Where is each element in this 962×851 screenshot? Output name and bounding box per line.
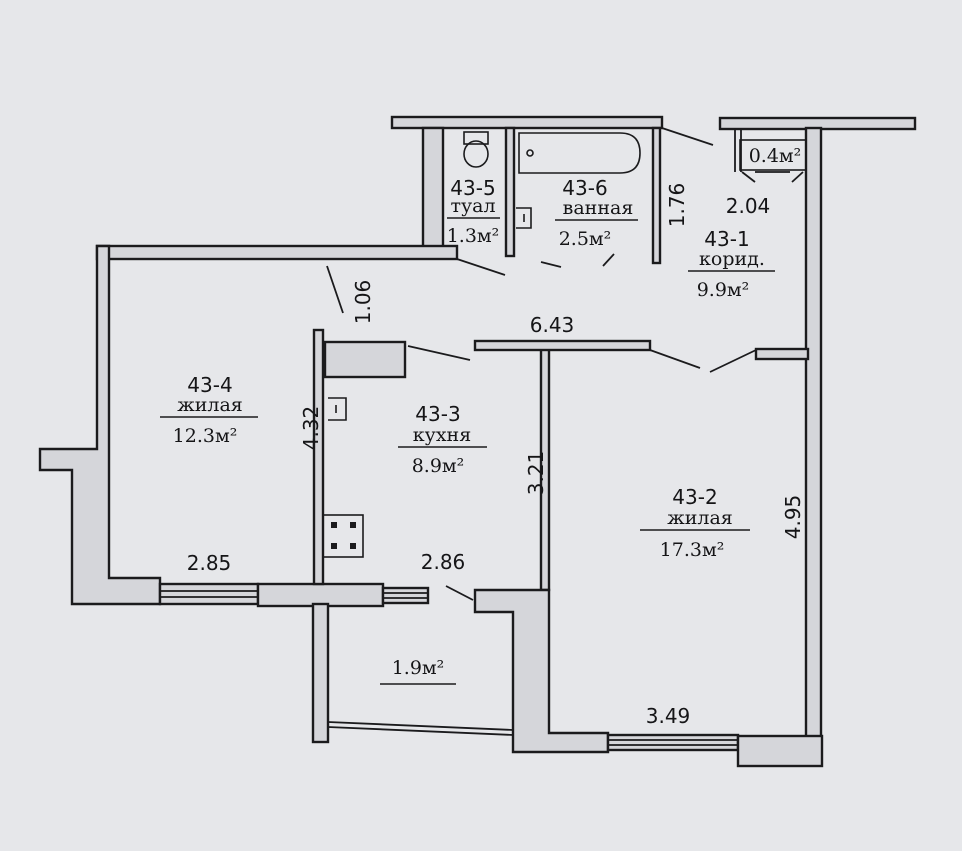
kitchen-top-stub [323, 340, 407, 379]
dim-1-76: 1.76 [665, 183, 689, 228]
kitchen-name: кухня [413, 424, 471, 446]
room-labels: 43-5 туал 1.3м² 43-6 ванная 2.5м² 0.4м² … [160, 139, 807, 685]
room-43-4-door [326, 265, 344, 314]
bath-door [540, 261, 562, 268]
toilet-name: туал [450, 195, 495, 217]
stove [322, 514, 364, 558]
kitchen-id: 43-3 [415, 402, 460, 426]
top-wall-43-2-right [754, 347, 810, 361]
toilet-door [456, 258, 506, 276]
kitchen-exterior-wall [256, 582, 385, 608]
sink-kitchen [328, 397, 347, 421]
toilet-left-wall [421, 126, 445, 260]
room-43-2-door [649, 349, 701, 369]
closet-box [739, 139, 807, 171]
dim-2-04: 2.04 [726, 194, 771, 218]
window-room-43-4 [158, 582, 260, 606]
toilet-tank [463, 131, 489, 145]
dim-2-86: 2.86 [421, 550, 466, 574]
dim-3-49: 3.49 [646, 704, 691, 728]
partition-43-4-kitchen [312, 328, 325, 586]
bath-right-wall [651, 126, 662, 265]
right-exterior-wall [804, 126, 823, 742]
closet-area: 0.4м² [749, 145, 802, 167]
bottom-wall-43-2 [736, 734, 824, 768]
toilet-id: 43-5 [450, 176, 495, 200]
balcony-door [445, 585, 474, 601]
corridor-id: 43-1 [704, 227, 749, 251]
dim-4-95: 4.95 [781, 495, 805, 540]
dim-4-32: 4.32 [299, 406, 323, 451]
top-wall-43-2 [473, 339, 652, 352]
living-large-id: 43-2 [672, 485, 717, 509]
fixtures [322, 131, 641, 558]
dim-3-21: 3.21 [524, 451, 548, 496]
dimensions: 1.76 2.04 1.06 6.43 4.32 3.21 4.95 2.85 … [187, 183, 805, 728]
exterior-jog-43-2 [473, 588, 610, 754]
kitchen-area: 8.9м² [412, 455, 465, 477]
corridor-area: 9.9м² [697, 279, 750, 301]
window-kitchen [381, 586, 430, 605]
living-small-id: 43-4 [187, 373, 232, 397]
corridor-name: корид. [699, 248, 765, 270]
living-large-name: жилая [667, 507, 733, 529]
balcony-left-wall [311, 602, 330, 744]
bath-name: ванная [563, 197, 634, 219]
kitchen-door [407, 345, 471, 361]
balcony-rail [327, 721, 514, 731]
toilet-area: 1.3м² [447, 225, 500, 247]
bath-area: 2.5м² [559, 228, 612, 250]
toilet-bowl [463, 140, 489, 168]
living-small-area: 12.3м² [173, 425, 238, 447]
living-small-name: жилая [177, 394, 243, 416]
top-wall-wet-zone [390, 115, 664, 130]
top-wall-room-43-4 [95, 244, 459, 261]
entrance-door [661, 127, 714, 146]
bathtub [518, 132, 641, 174]
walls [38, 115, 917, 768]
window-43-2 [606, 733, 740, 752]
toilet-bath-partition [504, 126, 516, 258]
dim-2-85: 2.85 [187, 551, 232, 575]
doors [326, 127, 804, 601]
living-large-area: 17.3м² [660, 539, 725, 561]
dim-6-43: 6.43 [530, 313, 575, 337]
washbasin-bath [516, 207, 532, 229]
left-exterior-wall [38, 244, 162, 606]
balcony-area: 1.9м² [392, 657, 445, 679]
bath-id: 43-6 [562, 176, 607, 200]
dim-1-06: 1.06 [351, 280, 375, 325]
